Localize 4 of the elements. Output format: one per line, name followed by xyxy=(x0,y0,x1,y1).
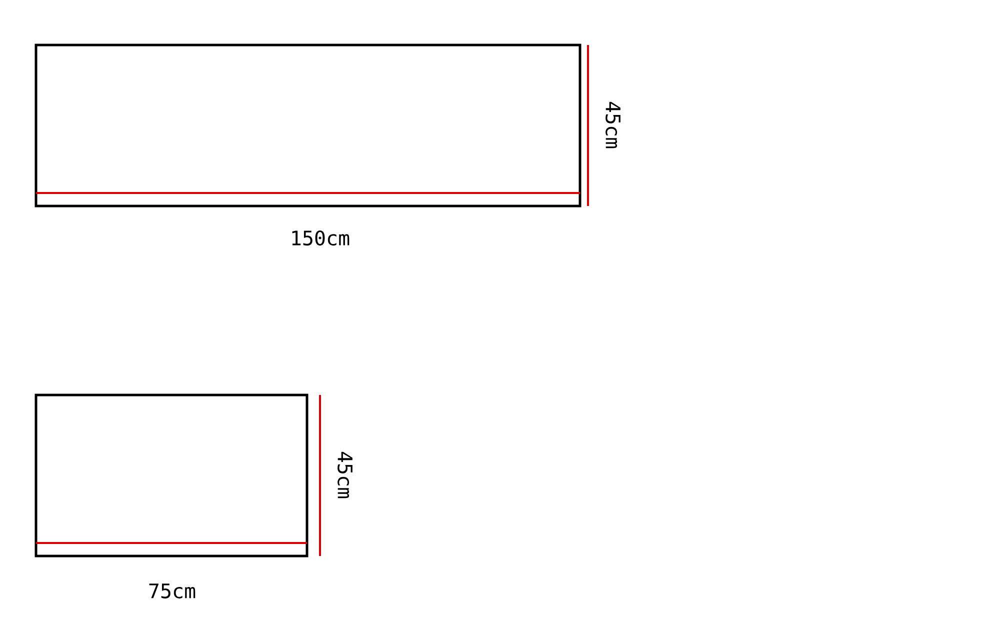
dimension-label: 150cm xyxy=(292,230,350,246)
dimension-label: 45cm xyxy=(338,452,352,498)
dimension-label: 45cm xyxy=(606,102,620,148)
dimension-label: 75cm xyxy=(149,584,196,598)
